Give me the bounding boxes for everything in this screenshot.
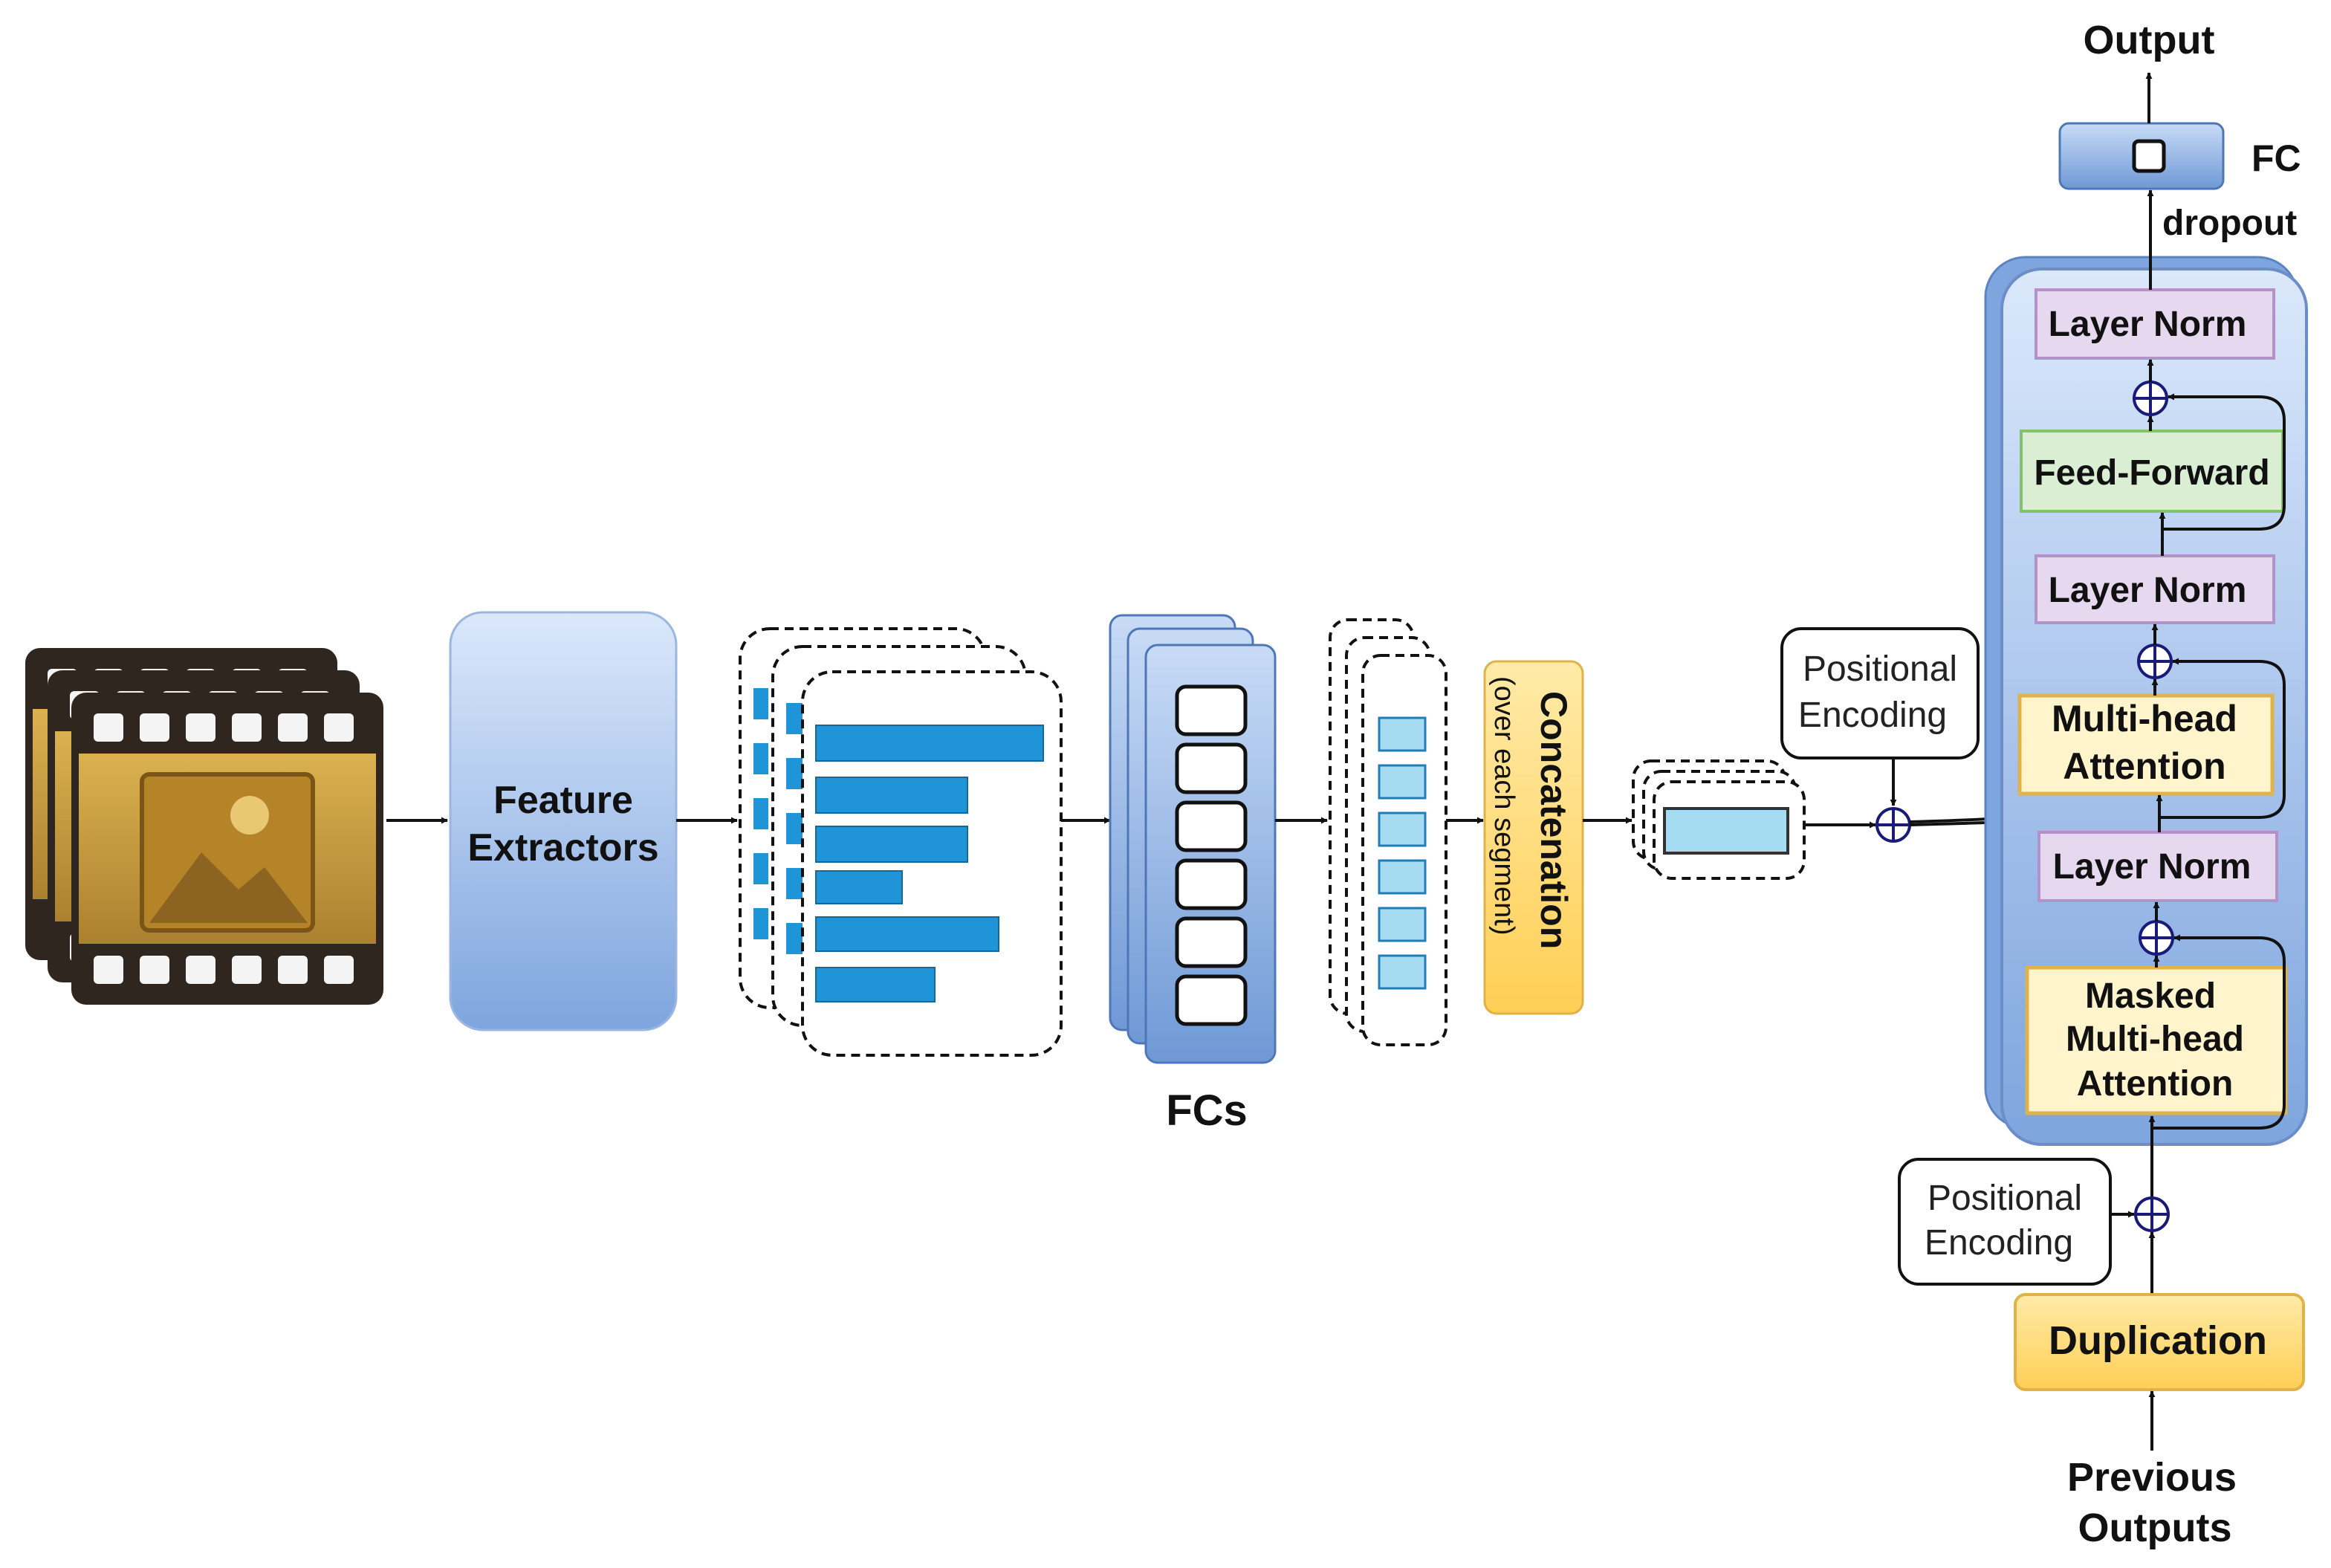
layer-norm-bottom-label: Layer Norm — [2053, 847, 2251, 887]
residual-mha — [2159, 658, 2286, 819]
fc-output-vectors — [1329, 618, 1447, 1046]
previous-outputs-label-1: Previous — [2067, 1455, 2237, 1500]
positional-encoding-bottom: Positional Encoding — [1898, 1158, 2112, 1286]
video-frames-icon — [25, 648, 383, 1005]
fcs-label: FCs — [1166, 1086, 1248, 1135]
add-node-attention — [2137, 644, 2173, 679]
add-node-encoder — [1876, 807, 1911, 843]
positional-encoding-top-line1: Positional — [1803, 649, 1957, 689]
residual-masked — [2152, 934, 2286, 1130]
positional-encoding-top: Positional Encoding — [1780, 627, 1980, 759]
masked-multi-head-attention-block: Masked Multi-head Attention — [2025, 965, 2288, 1115]
masked-attention-label-2: Multi-head — [2066, 1020, 2244, 1059]
dropout-label: dropout — [2162, 204, 2297, 243]
output-label: Output — [2084, 18, 2215, 62]
concatenation-sublabel: (over each segment) — [1488, 676, 1520, 936]
fcs-block: FCs — [1109, 614, 1277, 1135]
layer-norm-middle-label: Layer Norm — [2049, 571, 2247, 610]
previous-outputs-label-2: Outputs — [2078, 1506, 2232, 1550]
multi-head-attention-label-1: Multi-head — [2052, 698, 2237, 739]
masked-attention-label-1: Masked — [2085, 976, 2216, 1016]
fc-output-block — [2058, 122, 2225, 190]
duplication-block: Duplication — [2014, 1293, 2305, 1391]
concatenation-label: Concatenation — [1533, 691, 1575, 949]
layer-norm-bottom: Layer Norm — [2037, 831, 2278, 902]
layer-norm-top: Layer Norm — [2035, 288, 2275, 360]
positional-encoding-bottom-line2: Encoding — [1925, 1223, 2073, 1263]
add-node-ffn — [2133, 380, 2168, 416]
positional-encoding-top-line2: Encoding — [1798, 696, 1947, 735]
duplication-label: Duplication — [2049, 1318, 2267, 1363]
masked-attention-label-3: Attention — [2077, 1064, 2234, 1104]
residual-ffn — [2162, 393, 2286, 531]
feature-extractors-label-1: Feature — [493, 779, 633, 822]
add-node-masked — [2139, 920, 2174, 956]
feature-extractors-block: Feature Extractors — [449, 611, 678, 1031]
positional-encoding-bottom-line1: Positional — [1928, 1179, 2082, 1218]
multi-head-attention-label-2: Attention — [2063, 745, 2225, 787]
add-node-decoder-input — [2134, 1196, 2170, 1232]
layer-norm-top-label: Layer Norm — [2049, 305, 2247, 344]
feature-maps-stack — [739, 627, 1063, 1057]
feed-forward-label: Feed-Forward — [2034, 453, 2269, 493]
fc-label: FC — [2251, 137, 2301, 179]
concatenation-block: Concatenation (over each segment) — [1483, 660, 1584, 1015]
sequence-embedding — [1632, 759, 1806, 880]
feed-forward-block: Feed-Forward — [2020, 430, 2284, 513]
multi-head-attention-block: Multi-head Attention — [2017, 693, 2275, 796]
feature-extractors-label-2: Extractors — [467, 826, 658, 869]
layer-norm-middle: Layer Norm — [2035, 554, 2275, 624]
